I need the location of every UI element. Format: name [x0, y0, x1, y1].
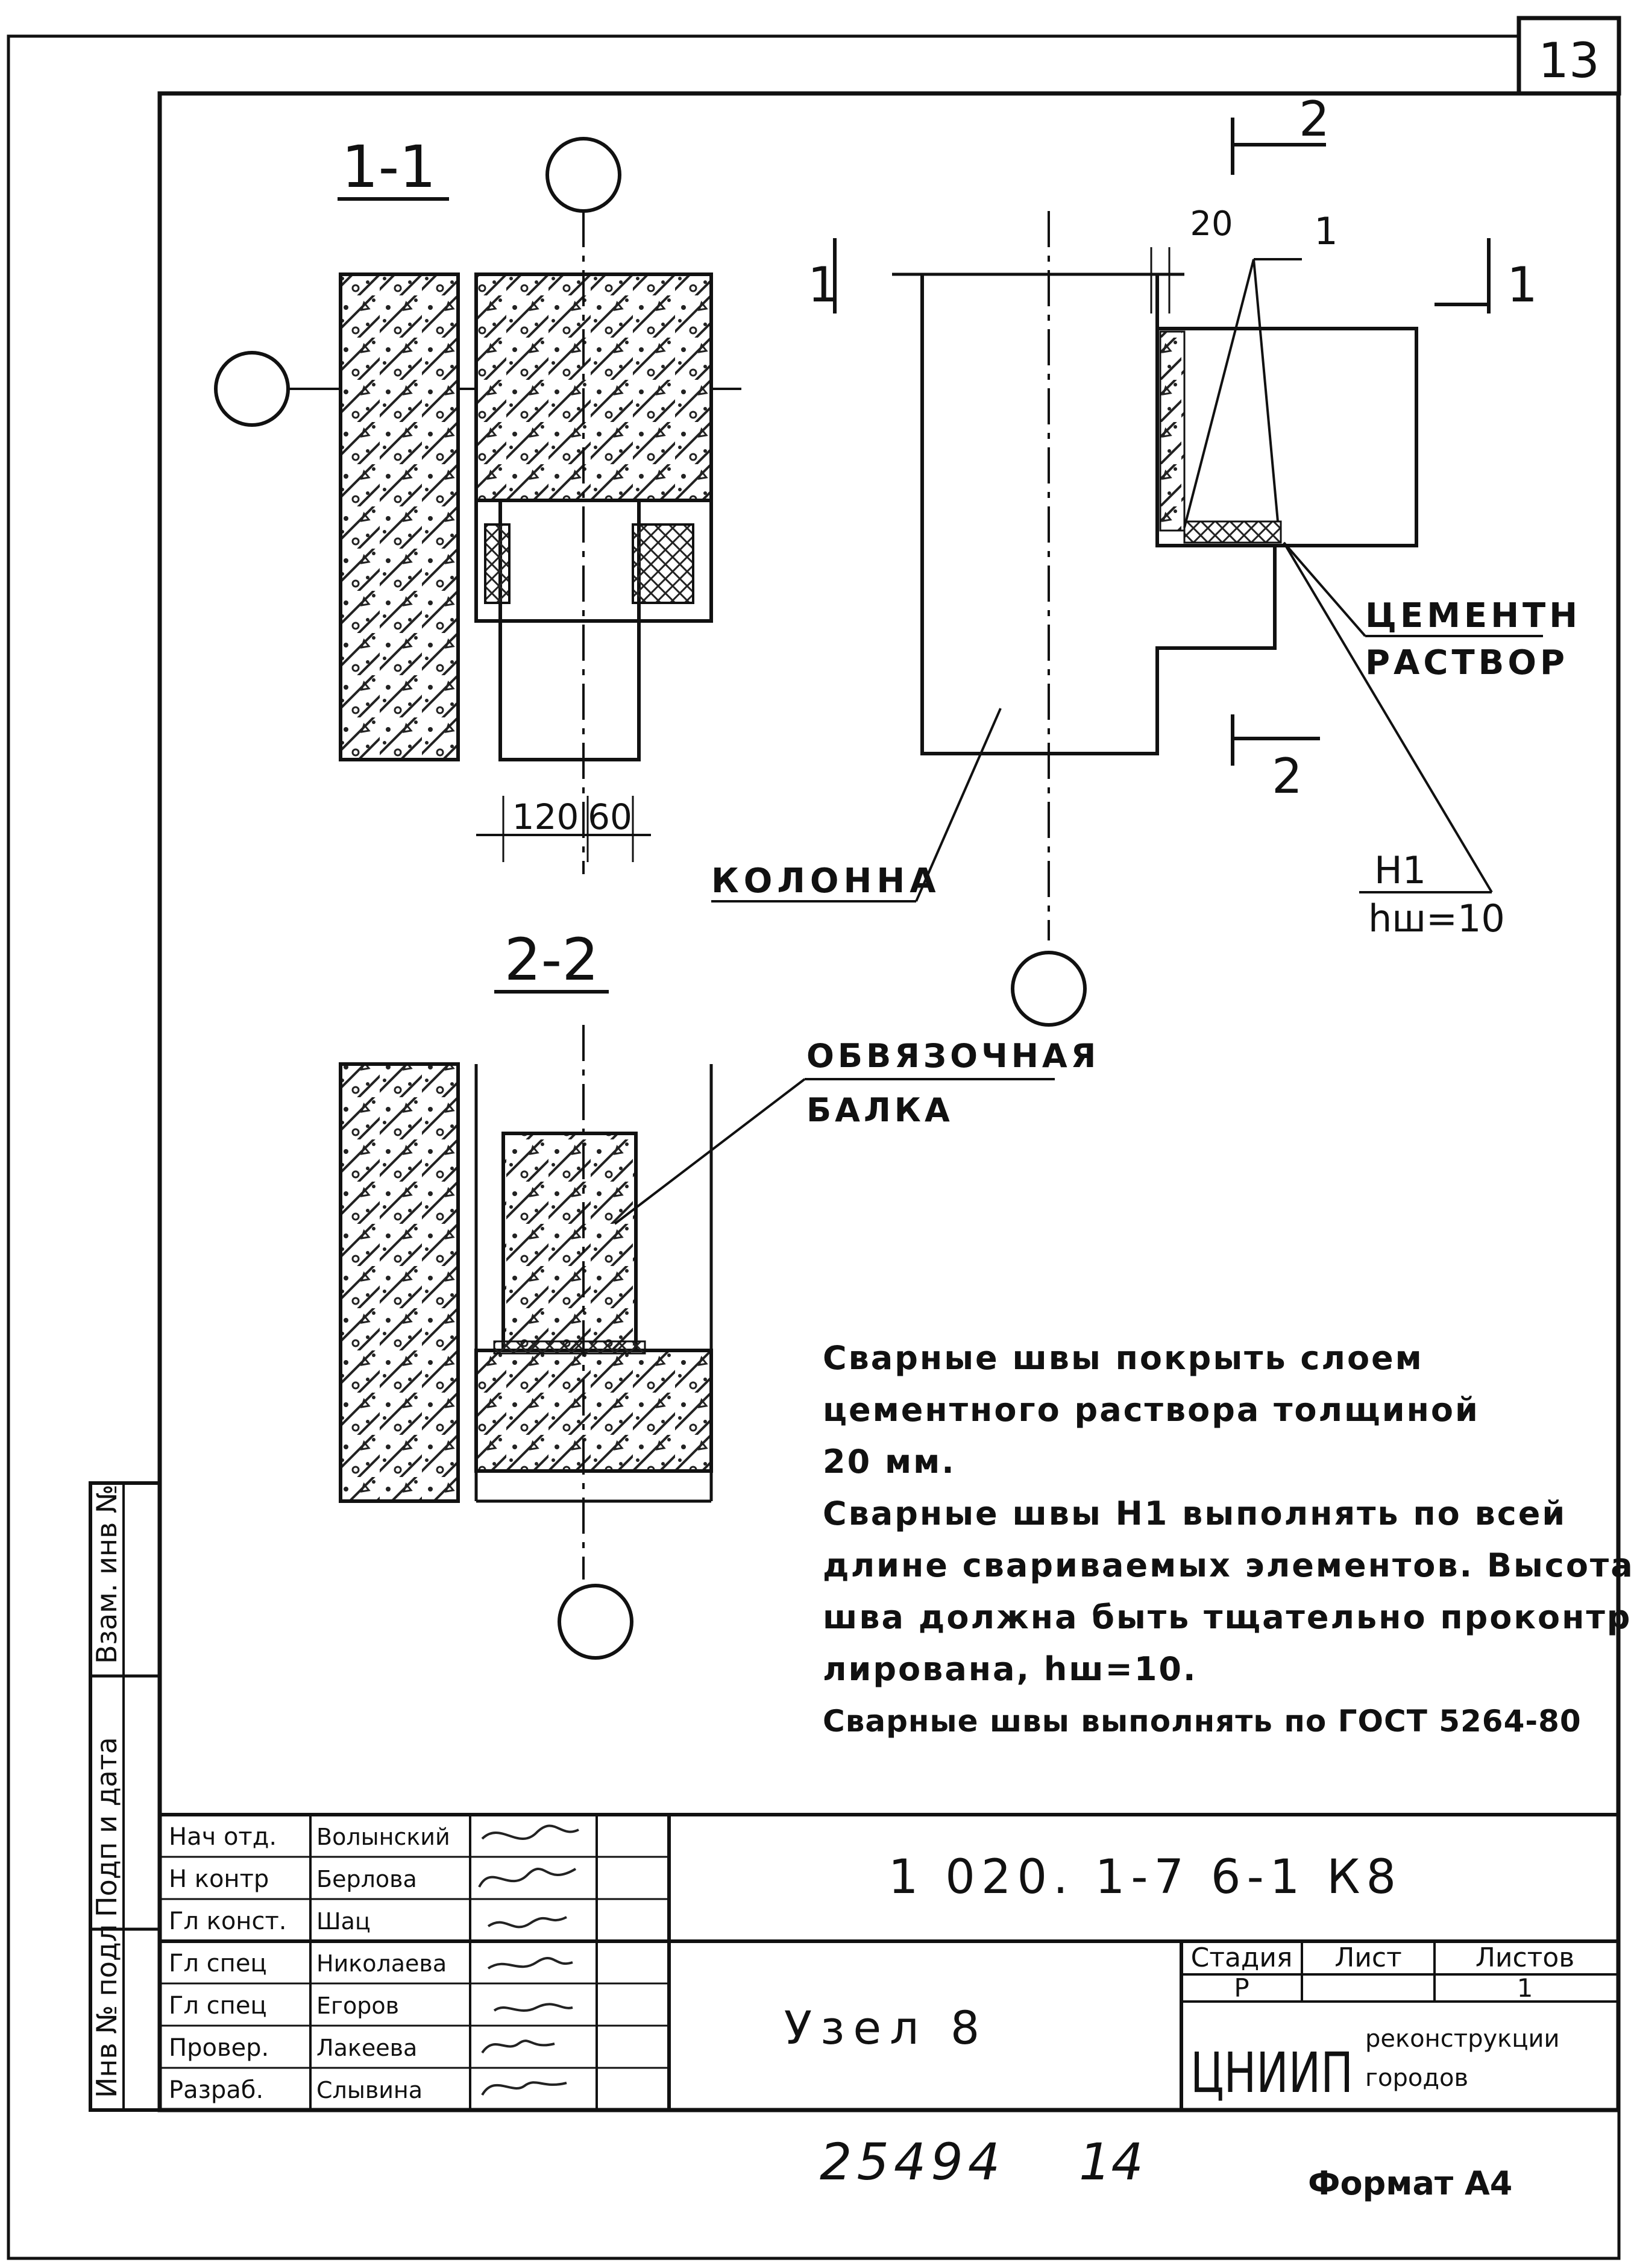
- column-1-1: [498, 499, 641, 761]
- wall-panel-1-1: [339, 272, 460, 761]
- stamp-podp-data: Подп и дата: [90, 1737, 123, 1917]
- label-beam-2: БАЛКА: [806, 1091, 954, 1129]
- label-cement-2: РАСТВОР: [1365, 643, 1568, 682]
- column-top-2-2: [474, 1349, 713, 1473]
- section-mark-2-bottom: 2: [1272, 748, 1303, 804]
- section-1-1-title: 1-1: [342, 133, 436, 201]
- role-4: Гл спец: [169, 1950, 267, 1977]
- label-cement-1: ЦЕМЕНТН: [1365, 596, 1581, 635]
- name-6: Лакеева: [316, 2035, 417, 2061]
- role-7: Разраб.: [169, 2076, 263, 2104]
- sheet-number-box: [1516, 16, 1621, 96]
- dim-60: 60: [588, 796, 632, 837]
- format-label: Формат А4: [1308, 2164, 1512, 2202]
- org-line-2: городов: [1365, 2064, 1468, 2092]
- footer-page: 14: [1079, 2132, 1143, 2191]
- note-line: Сварные швы Н1 выполнять по всей: [823, 1495, 1567, 1532]
- drawing-title: Узел 8: [784, 2001, 988, 2055]
- label-beam-1: ОБВЯЗОЧНАЯ: [806, 1037, 1099, 1075]
- note-line: Сварные швы выполнять по ГОСТ 5264-80: [823, 1704, 1582, 1739]
- stage-header: Стадия: [1191, 1942, 1293, 1973]
- role-6: Провер.: [169, 2034, 269, 2062]
- axis-circle-2-2: [558, 1584, 633, 1660]
- org-line-1: реконструкции: [1365, 2025, 1560, 2053]
- note-line: шва должна быть тщательно проконтро-: [823, 1598, 1631, 1636]
- note-line: длине свариваемых элементов. Высота: [823, 1546, 1631, 1584]
- org-logo: ЦНИИП: [1190, 2041, 1353, 2105]
- weld-mark: Н1: [1374, 848, 1426, 892]
- callout-1: 1: [1314, 209, 1337, 253]
- stage-value: Р: [1234, 1973, 1249, 2003]
- dim-120: 120: [512, 796, 579, 837]
- weld-height: hш=10: [1368, 896, 1505, 940]
- tie-beam-2-2: [501, 1132, 638, 1358]
- note-line: Сварные швы покрыть слоем: [823, 1339, 1424, 1377]
- section-2-2-title: 2-2: [504, 926, 599, 994]
- beam-block-1-1: [474, 272, 713, 502]
- role-3: Гл конст.: [169, 1907, 286, 1935]
- name-4: Николаева: [316, 1950, 447, 1977]
- name-3: Шац: [316, 1908, 371, 1935]
- section-mark-2-top: 2: [1299, 91, 1330, 147]
- stamp-inv-podl: Инв № подл: [90, 1924, 123, 2098]
- stamp-vzam-inv: Взам. инв №: [90, 1484, 123, 1664]
- notes-block: Сварные швы покрыть слоем цементного рас…: [823, 1332, 1631, 1747]
- beam-end: [1155, 327, 1418, 547]
- signatures: [478, 1824, 579, 2096]
- label-column: КОЛОННА: [711, 862, 941, 901]
- sheets-header: Листов: [1475, 1942, 1574, 1973]
- name-7: Слывина: [316, 2077, 423, 2103]
- name-2: Берлова: [316, 1866, 417, 1892]
- section-mark-1-right: 1: [1507, 257, 1538, 313]
- sheet-number: 13: [1538, 33, 1600, 89]
- role-5: Гл спец: [169, 1992, 267, 2020]
- role-2: Н контр: [169, 1865, 269, 1893]
- footer-number: 25494: [820, 2132, 1005, 2191]
- role-1: Нач отд.: [169, 1823, 277, 1851]
- sheets-value: 1: [1517, 1973, 1533, 2003]
- dim-20: 20: [1190, 204, 1233, 244]
- name-1: Волынский: [316, 1824, 450, 1850]
- title-block: [158, 1813, 1620, 2112]
- note-line: 20 мм.: [823, 1443, 956, 1481]
- note-line: цементного раствора толщиной: [823, 1391, 1480, 1429]
- note-line: лирована, hш=10.: [823, 1650, 1198, 1688]
- axis-circle-left: [214, 351, 290, 427]
- axis-circle-bottom: [1011, 951, 1087, 1027]
- axis-circle-top: [545, 137, 621, 213]
- name-5: Егоров: [316, 1992, 399, 2019]
- side-stamp: [89, 1481, 162, 2112]
- doc-code: 1 020. 1-7 6-1 К8: [888, 1850, 1402, 1904]
- sheet-header: Лист: [1334, 1942, 1402, 1973]
- wall-panel-2-2: [339, 1062, 460, 1503]
